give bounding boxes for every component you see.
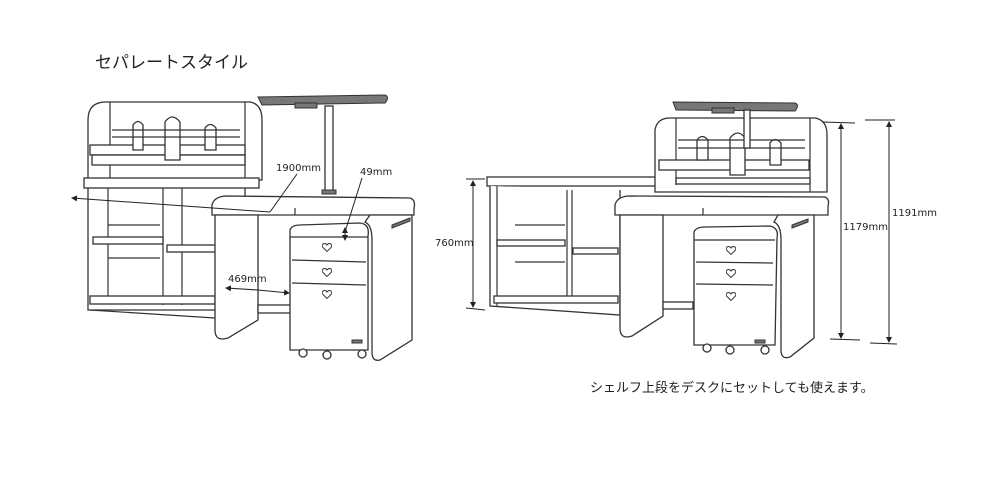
legroom-469-label: 469mm: [228, 274, 267, 285]
gap-49-label: 49mm: [360, 167, 392, 178]
page-title: セパレートスタイル: [95, 53, 248, 73]
dimensions-left: 1900mm 49mm 469mm: [71, 163, 392, 296]
width-1900-label: 1900mm: [276, 163, 321, 174]
desk-lamp-right: [672, 101, 798, 149]
drawer-unit-right: [693, 225, 778, 355]
caption: シェルフ上段をデスクにセットしても使えます。: [590, 381, 874, 396]
right-combined-layout: 760mm 1179mm 1191mm: [435, 101, 937, 359]
drawer-unit: [289, 222, 369, 360]
total-height-1191-label: 1191mm: [892, 208, 937, 219]
desk: [211, 195, 416, 361]
dimensions-right: 760mm 1179mm 1191mm: [435, 119, 937, 345]
desk-right: [614, 195, 830, 359]
shelf-unit: [83, 101, 263, 319]
desk-lamp: [257, 94, 388, 195]
shelf-height-760-label: 760mm: [435, 238, 474, 249]
low-shelf: [486, 176, 658, 316]
hutch-on-desk: [654, 117, 828, 193]
left-separate-layout: 1900mm 49mm 469mm: [71, 94, 416, 361]
hutch-height-1179-label: 1179mm: [843, 222, 888, 233]
